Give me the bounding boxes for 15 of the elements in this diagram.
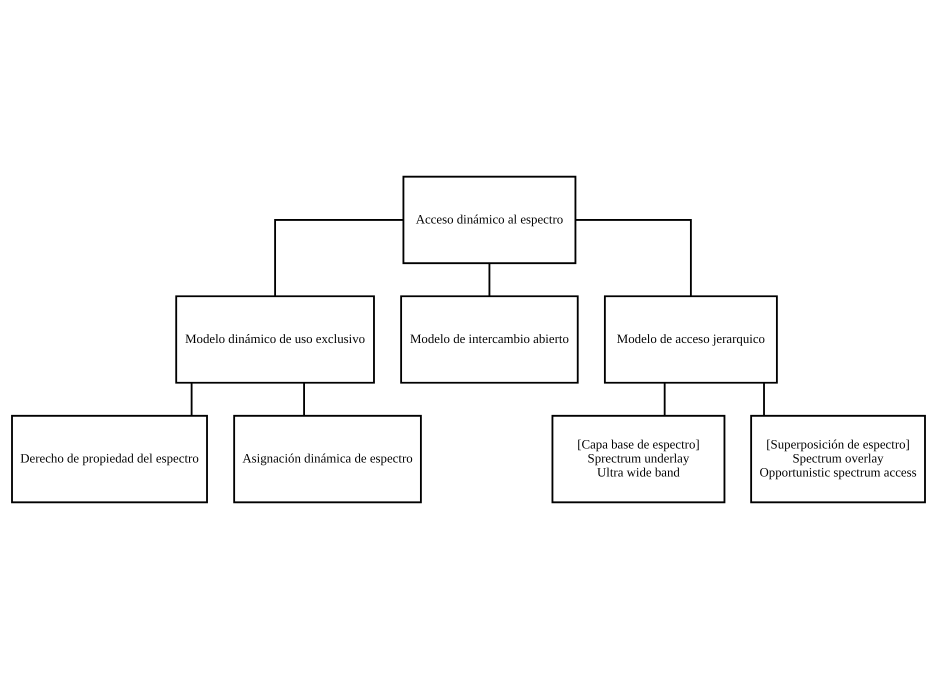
connector [274,218,404,296]
connector [303,382,305,416]
node-box: Acceso dinámico al espectro [402,175,576,264]
connector [763,382,765,416]
node-box: Modelo de intercambio abierto [400,294,579,384]
node-box: Asignación dinámica de espectro [233,414,422,503]
node-box: Modelo de acceso jerarquico [604,294,778,384]
connector [488,262,490,296]
connector [575,218,692,296]
node-box: [Capa base de espectro] Sprectrum underlay Ultra wide band [552,414,726,503]
node-box: [Superposición de espectro] Spectrum overlay Opportunistic spectrum access [750,414,926,503]
node-box: Modelo dinámico de uso exclusivo [175,294,375,384]
node-box: Derecho de propiedad del espectro [11,414,208,503]
connector [664,382,666,416]
connector [190,382,193,416]
